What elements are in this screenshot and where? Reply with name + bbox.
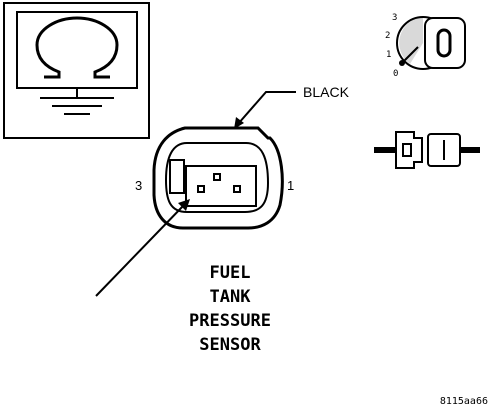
- key-position-3: 3: [392, 13, 397, 23]
- connector-color-label: BLACK: [303, 84, 350, 100]
- pin-label-left: 3: [135, 178, 142, 193]
- connector-face: [152, 126, 284, 230]
- sensor-pointer-line: [95, 204, 185, 297]
- key-position-1: 1: [386, 50, 391, 60]
- component-name-line-4: SENSOR: [199, 335, 261, 355]
- disconnected-connector-icon: [374, 131, 480, 169]
- ignition-key-icon: 3 2 1 0: [385, 13, 466, 79]
- pin-label-right: 1: [287, 178, 294, 193]
- component-name-line-2: TANK: [210, 287, 252, 307]
- color-leader-arrowhead: [234, 117, 244, 129]
- key-position-0: 0: [393, 69, 398, 79]
- figure-code: 8115aa66: [440, 396, 488, 407]
- component-name-line-3: PRESSURE: [189, 311, 271, 331]
- sensor-pointer-arrowhead: [178, 199, 190, 211]
- color-leader-line: [237, 91, 296, 125]
- ohmmeter-icon: [3, 2, 150, 139]
- component-name-line-1: FUEL: [210, 263, 251, 283]
- key-position-2: 2: [385, 31, 390, 41]
